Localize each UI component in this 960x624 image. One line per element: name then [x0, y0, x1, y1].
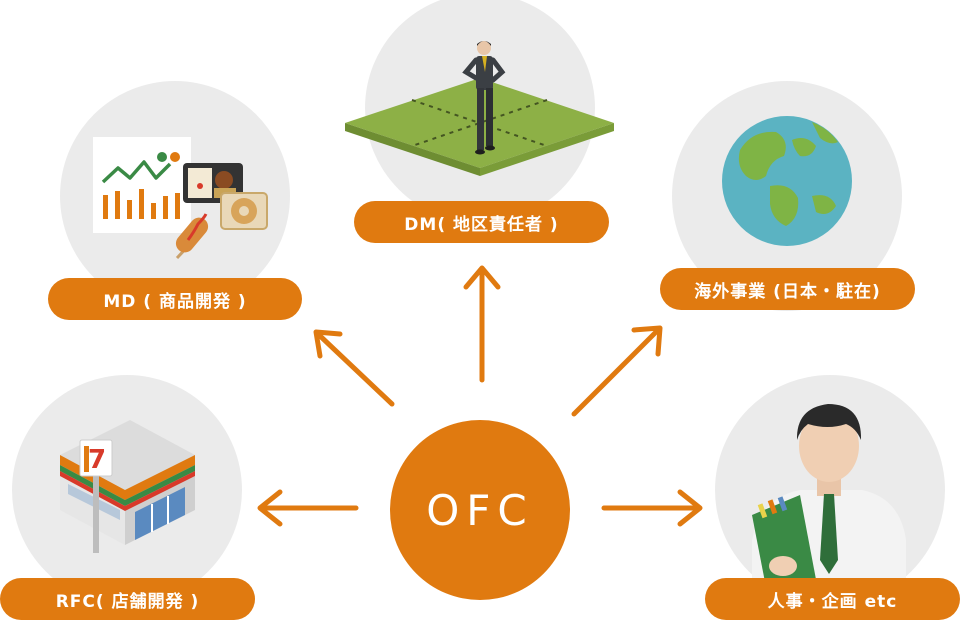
md-label-pill: MD ( 商品開発 ) — [48, 278, 302, 320]
globe-icon — [722, 116, 852, 246]
dm-label: DM( 地区責任者 ) — [404, 214, 559, 235]
arrow-to-md — [313, 329, 395, 407]
convenience-store-icon: 7 — [60, 420, 195, 553]
ofc-label: OFC — [426, 485, 534, 535]
overseas-label-pill: 海外事業 (日本・駐在) — [660, 268, 915, 310]
svg-text:7: 7 — [88, 445, 106, 475]
product-development-chart-icon — [93, 137, 268, 260]
ofc-center-node: OFC — [390, 420, 570, 600]
arrow-to-dm — [463, 265, 501, 383]
md-label: MD ( 商品開発 ) — [103, 291, 247, 312]
arrow-to-overseas — [571, 325, 663, 417]
arrow-to-hr — [601, 489, 703, 527]
rfc-label: RFC( 店舗開発 ) — [55, 591, 200, 612]
dm-label-pill: DM( 地区責任者 ) — [354, 201, 609, 243]
hr-label: 人事・企画 etc — [767, 591, 898, 612]
overseas-label: 海外事業 (日本・駐在) — [694, 281, 881, 302]
hr-label-pill: 人事・企画 etc — [705, 578, 960, 620]
rfc-label-pill: RFC( 店舗開発 ) — [0, 578, 255, 620]
arrow-to-rfc — [257, 489, 359, 527]
businessman-on-grid-icon — [345, 41, 614, 176]
